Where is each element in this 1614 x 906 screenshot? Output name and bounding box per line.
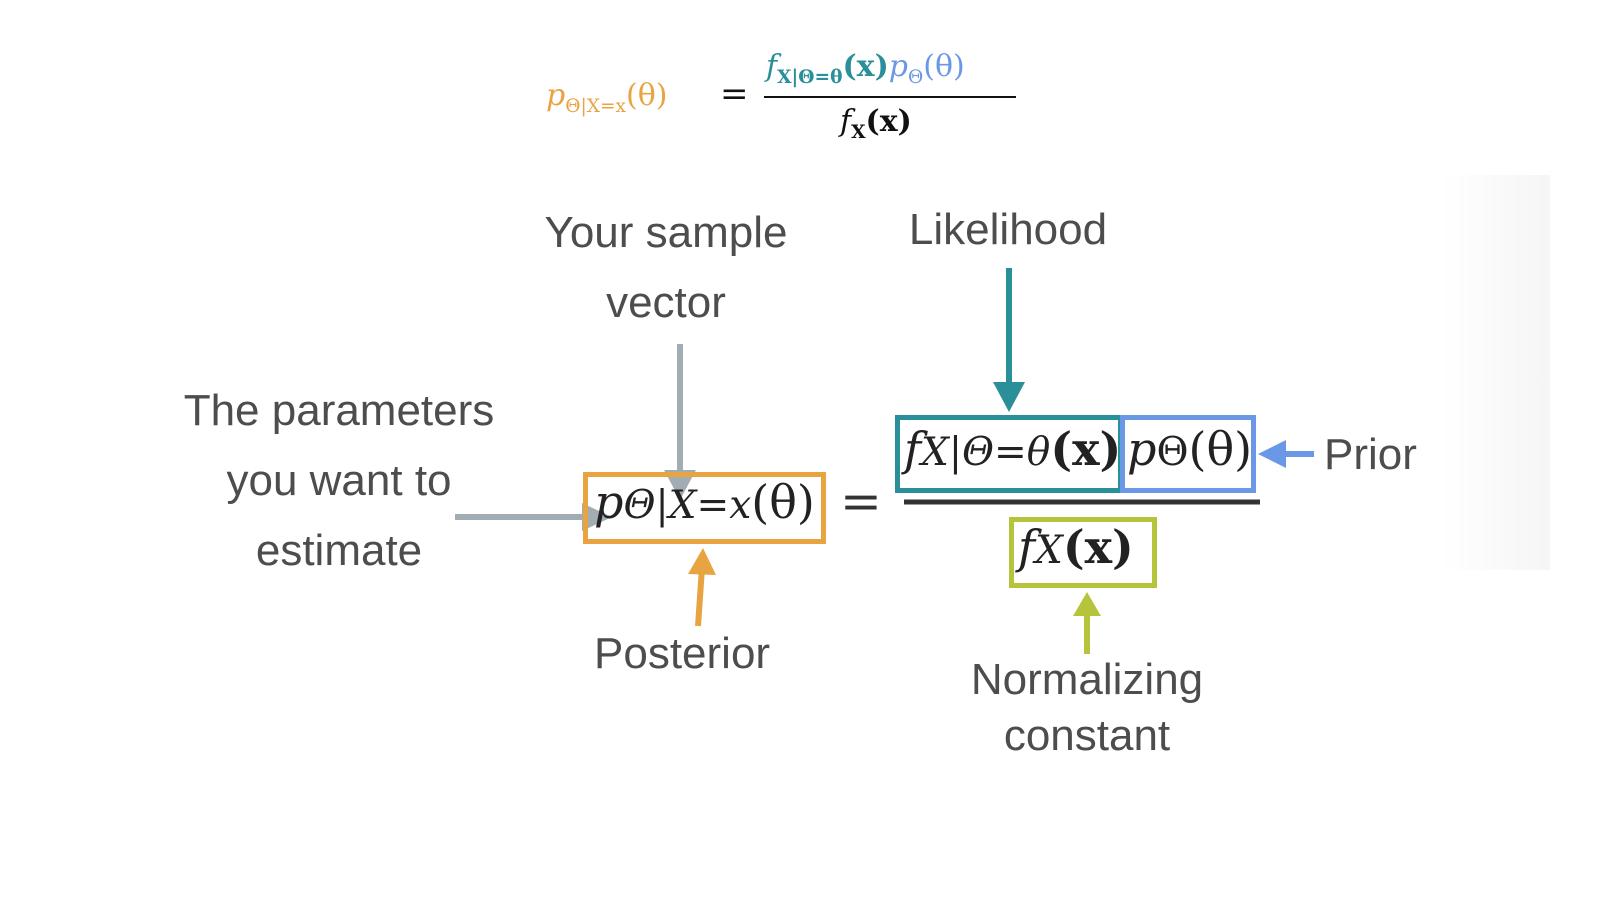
top-numerator: fX|Θ=θ(x)pΘ(θ) — [766, 49, 965, 88]
normalizing-arrowhead — [1073, 592, 1101, 616]
label-normalizing: Normalizing constant — [950, 652, 1224, 764]
posterior-arrow — [695, 567, 705, 627]
top-prior-term: pΘ(θ) — [888, 49, 965, 88]
likelihood-box: fX|Θ=θ(x) — [895, 415, 1123, 493]
background-fade — [1440, 175, 1550, 570]
label-normalizing-line2: constant — [1003, 711, 1171, 760]
top-posterior-term: pΘ|X=x(θ) — [546, 78, 668, 117]
prior-arrowhead — [1258, 440, 1286, 468]
main-equals-sign: = — [840, 472, 882, 530]
normalizing-box: fX(x) — [1009, 517, 1157, 588]
top-fraction-bar — [764, 96, 1016, 98]
posterior-arrowhead — [688, 548, 716, 575]
prior-term: pΘ(θ) — [1127, 422, 1253, 476]
label-normalizing-line1: Normalizing — [970, 655, 1204, 704]
likelihood-term: fX|Θ=θ(x) — [904, 422, 1122, 476]
top-likelihood-term: fX|Θ=θ(x) — [766, 49, 889, 88]
likelihood-arrowhead — [993, 382, 1025, 412]
label-sample-vector-line2: vector — [606, 278, 726, 328]
normalizing-term: fX(x) — [1018, 520, 1134, 574]
sample-vector-arrowhead — [664, 470, 696, 500]
posterior-box: pΘ|X=x(θ) — [583, 472, 826, 544]
prior-box: pΘ(θ) — [1120, 415, 1256, 493]
parameters-arrowhead — [582, 503, 612, 531]
label-sample-vector: Your sample vector — [530, 198, 802, 339]
label-sample-vector-line1: Your sample — [544, 208, 788, 257]
label-posterior: Posterior — [594, 629, 771, 678]
label-parameters-line3: estimate — [255, 526, 423, 575]
label-prior: Prior — [1324, 430, 1417, 479]
label-parameters-line2: you want to — [226, 456, 452, 505]
posterior-term: pΘ|X=x(θ) — [594, 475, 815, 529]
label-likelihood: Likelihood — [908, 205, 1108, 254]
label-parameters-line1: The parameters — [183, 386, 495, 435]
top-denominator: fX(x) — [840, 104, 912, 143]
top-equals-sign: = — [720, 74, 749, 114]
label-parameters: The parameters you want to estimate — [150, 376, 528, 586]
